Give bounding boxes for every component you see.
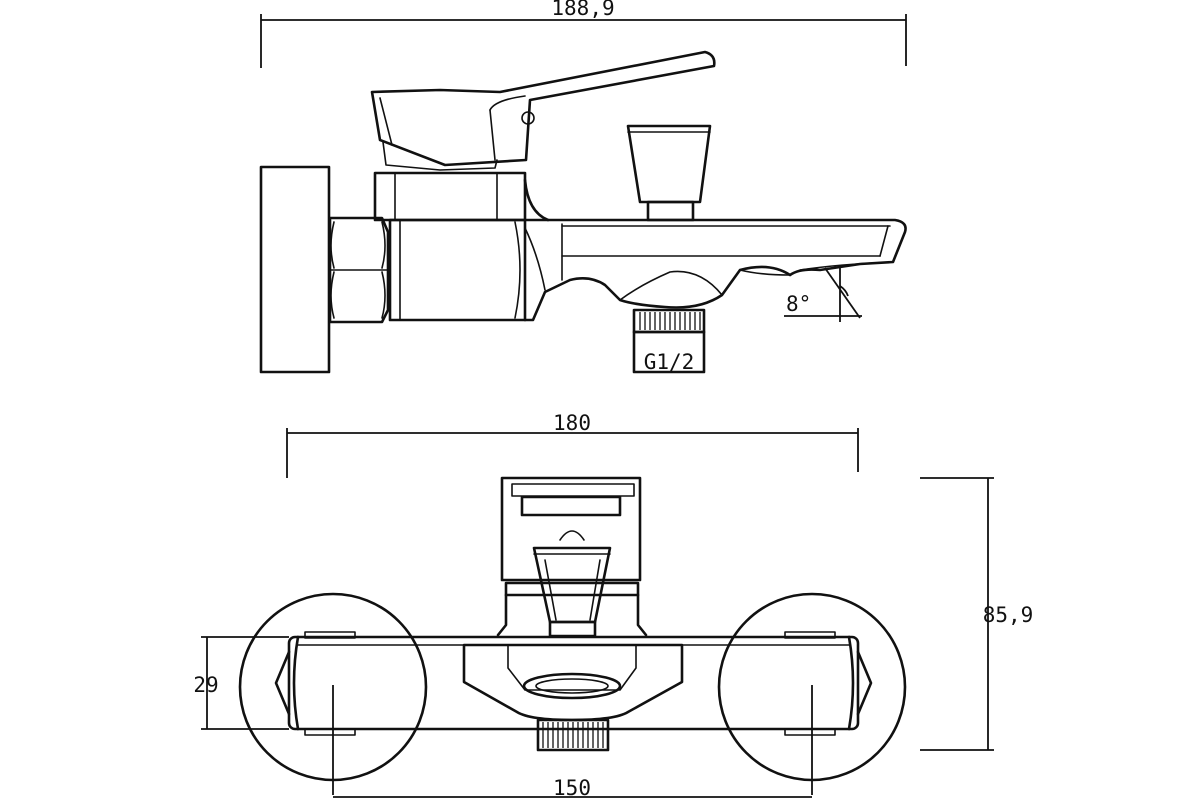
front-outlet-thread xyxy=(536,718,610,752)
overall-width-front: 180 xyxy=(553,411,591,435)
center-distance-dimension: 150 xyxy=(553,776,591,800)
side-cartridge-housing xyxy=(373,171,550,222)
angle-dimension: 8° xyxy=(786,292,811,316)
dimension-line-top xyxy=(260,14,907,68)
front-outlet-housing xyxy=(462,643,684,722)
front-handle xyxy=(496,476,648,637)
side-view: G1/2 8° 188,9 xyxy=(259,0,907,374)
body-height-dimension: 29 xyxy=(193,673,218,697)
side-outlet-thread xyxy=(632,308,706,374)
angle-annotation xyxy=(784,266,862,322)
dimension-line-180 xyxy=(286,428,859,478)
side-lever-handle xyxy=(370,50,716,171)
dimension-line-29 xyxy=(201,636,289,730)
side-hex-nut xyxy=(328,216,390,324)
height-front: 85,9 xyxy=(983,603,1034,627)
thread-label: G1/2 xyxy=(644,350,695,374)
side-diverter-knob xyxy=(626,124,712,222)
overall-width-side: 188,9 xyxy=(551,0,614,20)
side-wall-flange xyxy=(259,165,331,374)
front-view: 180 85,9 29 150 xyxy=(193,411,1033,800)
side-spout xyxy=(523,218,907,322)
dimension-line-height xyxy=(920,477,994,751)
front-diverter-knob xyxy=(532,546,612,638)
side-body xyxy=(388,218,527,322)
